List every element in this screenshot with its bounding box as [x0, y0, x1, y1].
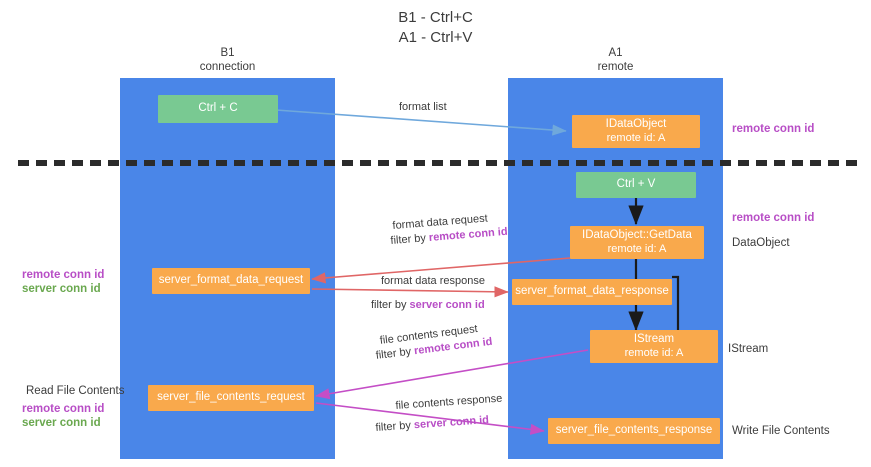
edge-label-format-list-text: format list [399, 101, 447, 113]
annotation-left-read-file: Read File Contents [26, 384, 124, 398]
annotation-left-read-file-text: Read File Contents [26, 385, 125, 397]
node-istream-remote-id: remote id: A [624, 346, 684, 359]
node-sfdres-label: server_format_data_response [515, 285, 669, 298]
edge-filter-fcres-token: server conn id [413, 414, 490, 432]
annotation-right-write-file-text: Write File Contents [732, 425, 830, 437]
edge-filter-format-data-response: filter by server conn id [371, 298, 485, 312]
node-server-file-contents-request[interactable]: server_file_contents_request [148, 385, 314, 411]
edge-filter-fcreq-prefix: filter by [375, 345, 415, 362]
annotation-left-mid: remote conn id server conn id [22, 268, 104, 296]
lane-header-b1-name: B1 [220, 47, 235, 59]
edge-filter-fdres-prefix: filter by [371, 299, 410, 311]
annotation-right-write-file: Write File Contents [732, 424, 830, 438]
edge-label-format-list: format list [399, 100, 447, 114]
node-idataobject-label: IDataObject [605, 118, 667, 130]
annotation-left-bottom-server: server conn id [22, 417, 101, 429]
annotation-left-bottom-remote: remote conn id [22, 403, 105, 415]
node-getdata-label: IDataObject::GetData [582, 229, 692, 241]
edge-filter-fdreq-prefix: filter by [390, 231, 430, 247]
lane-header-a1-sub: remote [597, 61, 634, 73]
annotation-right-dataobject: DataObject [732, 236, 790, 250]
annotation-right-istream-text: IStream [728, 343, 769, 355]
node-idataobject-getdata[interactable]: IDataObject::GetData remote id: A [570, 226, 704, 259]
lane-header-b1-sub: connection [199, 61, 256, 73]
edge-label-format-data-response: format data response [381, 274, 485, 288]
lane-header-a1-name: A1 [608, 47, 623, 59]
edge-label-fdres-text: format data response [381, 275, 485, 287]
annotation-right-istream: IStream [728, 342, 768, 356]
annotation-right-dataobject-text: DataObject [732, 237, 790, 249]
annotation-left-mid-server: server conn id [22, 283, 101, 295]
lane-header-b1: B1 connection [120, 46, 335, 74]
node-idataobject[interactable]: IDataObject remote id: A [572, 115, 700, 148]
annotation-left-mid-remote: remote conn id [22, 269, 105, 281]
annotation-right-top: remote conn id [732, 122, 814, 136]
annotation-right-top-text: remote conn id [732, 123, 815, 135]
node-istream-label: IStream [633, 333, 675, 345]
edge-filter-file-contents-response: filter by server conn id [375, 413, 489, 435]
node-getdata-remote-id: remote id: A [607, 242, 667, 255]
node-ctrl-c-label: Ctrl + C [198, 102, 238, 115]
lane-header-a1: A1 remote [508, 46, 723, 74]
edge-label-fcres-text: file contents response [395, 392, 503, 412]
diagram-title: B1 - Ctrl+C A1 - Ctrl+V [398, 9, 473, 46]
node-server-format-data-response[interactable]: server_format_data_response [512, 279, 672, 305]
annotation-right-getdata-connid: remote conn id [732, 211, 814, 225]
node-sfcres-label: server_file_contents_response [555, 424, 713, 437]
node-istream[interactable]: IStream remote id: A [590, 330, 718, 363]
edge-filter-fdres-token: server conn id [409, 299, 485, 311]
edge-filter-fcres-prefix: filter by [375, 419, 415, 434]
annotation-left-bottom: remote conn id server conn id [22, 402, 104, 430]
node-server-format-data-request[interactable]: server_format_data_request [152, 268, 310, 294]
node-ctrl-v-label: Ctrl + V [616, 178, 656, 191]
node-sfcreq-label: server_file_contents_request [157, 391, 305, 404]
annotation-right-getdata-connid-text: remote conn id [732, 212, 815, 224]
edge-label-file-contents-response: file contents response [395, 392, 503, 413]
node-sfdreq-label: server_format_data_request [158, 274, 304, 287]
arrow-format-data-response [311, 286, 509, 298]
node-server-file-contents-response[interactable]: server_file_contents_response [548, 418, 720, 444]
node-ctrl-c[interactable]: Ctrl + C [158, 95, 278, 123]
node-ctrl-v[interactable]: Ctrl + V [576, 172, 696, 198]
node-idataobject-remote-id: remote id: A [606, 131, 666, 144]
